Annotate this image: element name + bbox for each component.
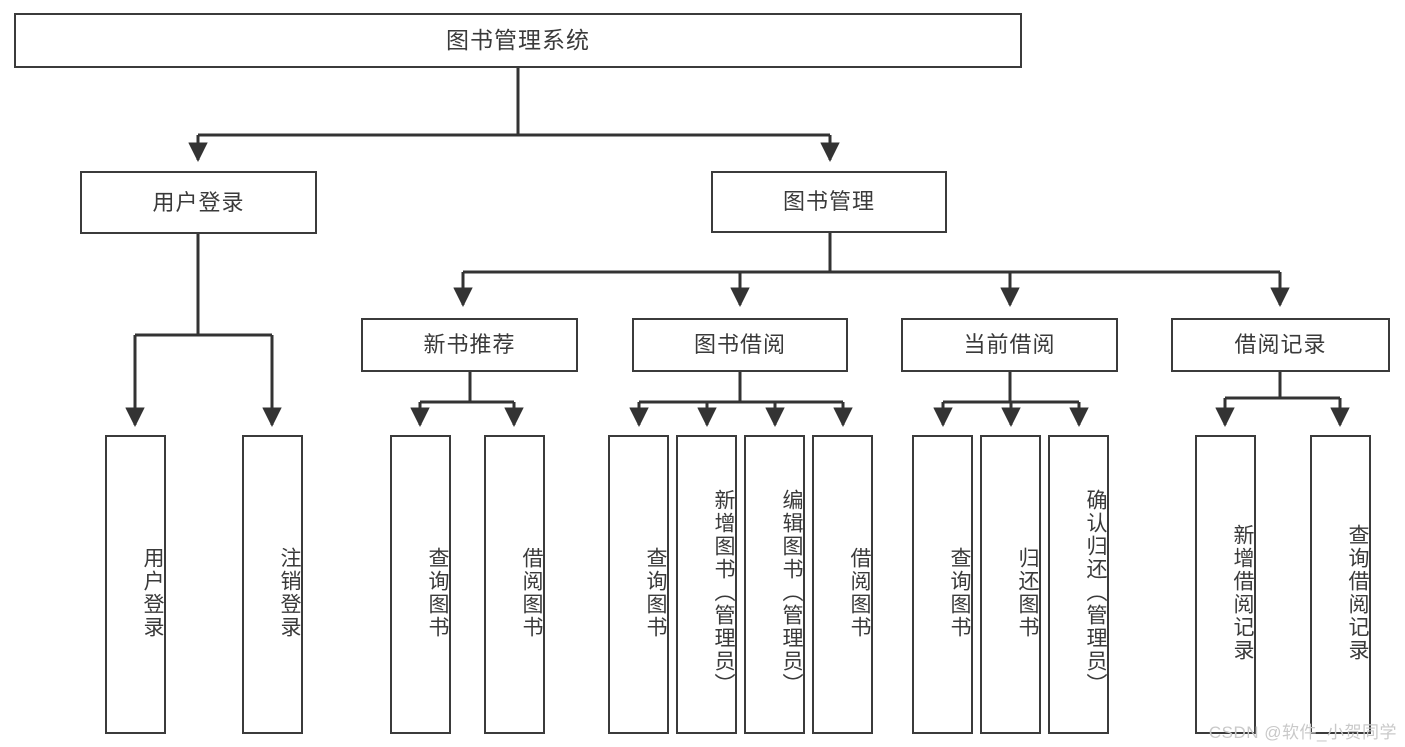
node-new-book-recommend[interactable]: 新书推荐 (361, 318, 578, 372)
node-leaf-borrow-book-2[interactable]: 借阅图书 (812, 435, 873, 734)
node-leaf-add-record[interactable]: 新增借阅记录 (1195, 435, 1256, 734)
node-leaf-confirm-return[interactable]: 确认归还（管理员） (1048, 435, 1109, 734)
node-user-login[interactable]: 用户登录 (80, 171, 317, 234)
node-leaf-query-record[interactable]: 查询借阅记录 (1310, 435, 1371, 734)
node-label: 注销登录 (278, 546, 301, 639)
node-leaf-query-book-2[interactable]: 查询图书 (608, 435, 669, 734)
node-label: 当前借阅 (963, 332, 1056, 358)
node-current-borrow[interactable]: 当前借阅 (901, 318, 1118, 372)
node-label: 借阅记录 (1234, 332, 1327, 358)
node-label: 借阅图书 (520, 546, 543, 639)
node-label: 图书管理 (782, 189, 875, 215)
node-leaf-user-login[interactable]: 用户登录 (105, 435, 166, 734)
node-label: 查询图书 (426, 546, 449, 639)
node-label: 图书借阅 (693, 332, 786, 358)
node-label: 用户登录 (152, 189, 245, 215)
node-label: 编辑图书（管理员） (780, 489, 803, 696)
node-label: 新增图书（管理员） (712, 489, 735, 696)
node-leaf-edit-book[interactable]: 编辑图书（管理员） (744, 435, 805, 734)
node-book-manage[interactable]: 图书管理 (711, 171, 947, 233)
node-label: 用户登录 (141, 546, 164, 639)
watermark: CSDN @软件_小贺同学 (1208, 723, 1397, 742)
node-label: 图书管理系统 (446, 27, 590, 54)
node-leaf-query-book-3[interactable]: 查询图书 (912, 435, 973, 734)
node-leaf-borrow-book-1[interactable]: 借阅图书 (484, 435, 545, 734)
node-label: 借阅图书 (848, 546, 871, 639)
node-leaf-query-book-1[interactable]: 查询图书 (390, 435, 451, 734)
node-leaf-logout-login[interactable]: 注销登录 (242, 435, 303, 734)
node-leaf-add-book[interactable]: 新增图书（管理员） (676, 435, 737, 734)
node-leaf-return-book[interactable]: 归还图书 (980, 435, 1041, 734)
node-label: 确认归还（管理员） (1084, 489, 1107, 696)
node-label: 查询图书 (948, 546, 971, 639)
node-label: 新增借阅记录 (1231, 523, 1254, 662)
node-label: 归还图书 (1016, 546, 1039, 639)
node-label: 查询图书 (644, 546, 667, 639)
node-label: 查询借阅记录 (1346, 523, 1369, 662)
node-root-book-management-system[interactable]: 图书管理系统 (14, 13, 1022, 68)
node-book-borrow[interactable]: 图书借阅 (632, 318, 848, 372)
node-borrow-record[interactable]: 借阅记录 (1171, 318, 1390, 372)
node-label: 新书推荐 (423, 332, 516, 358)
